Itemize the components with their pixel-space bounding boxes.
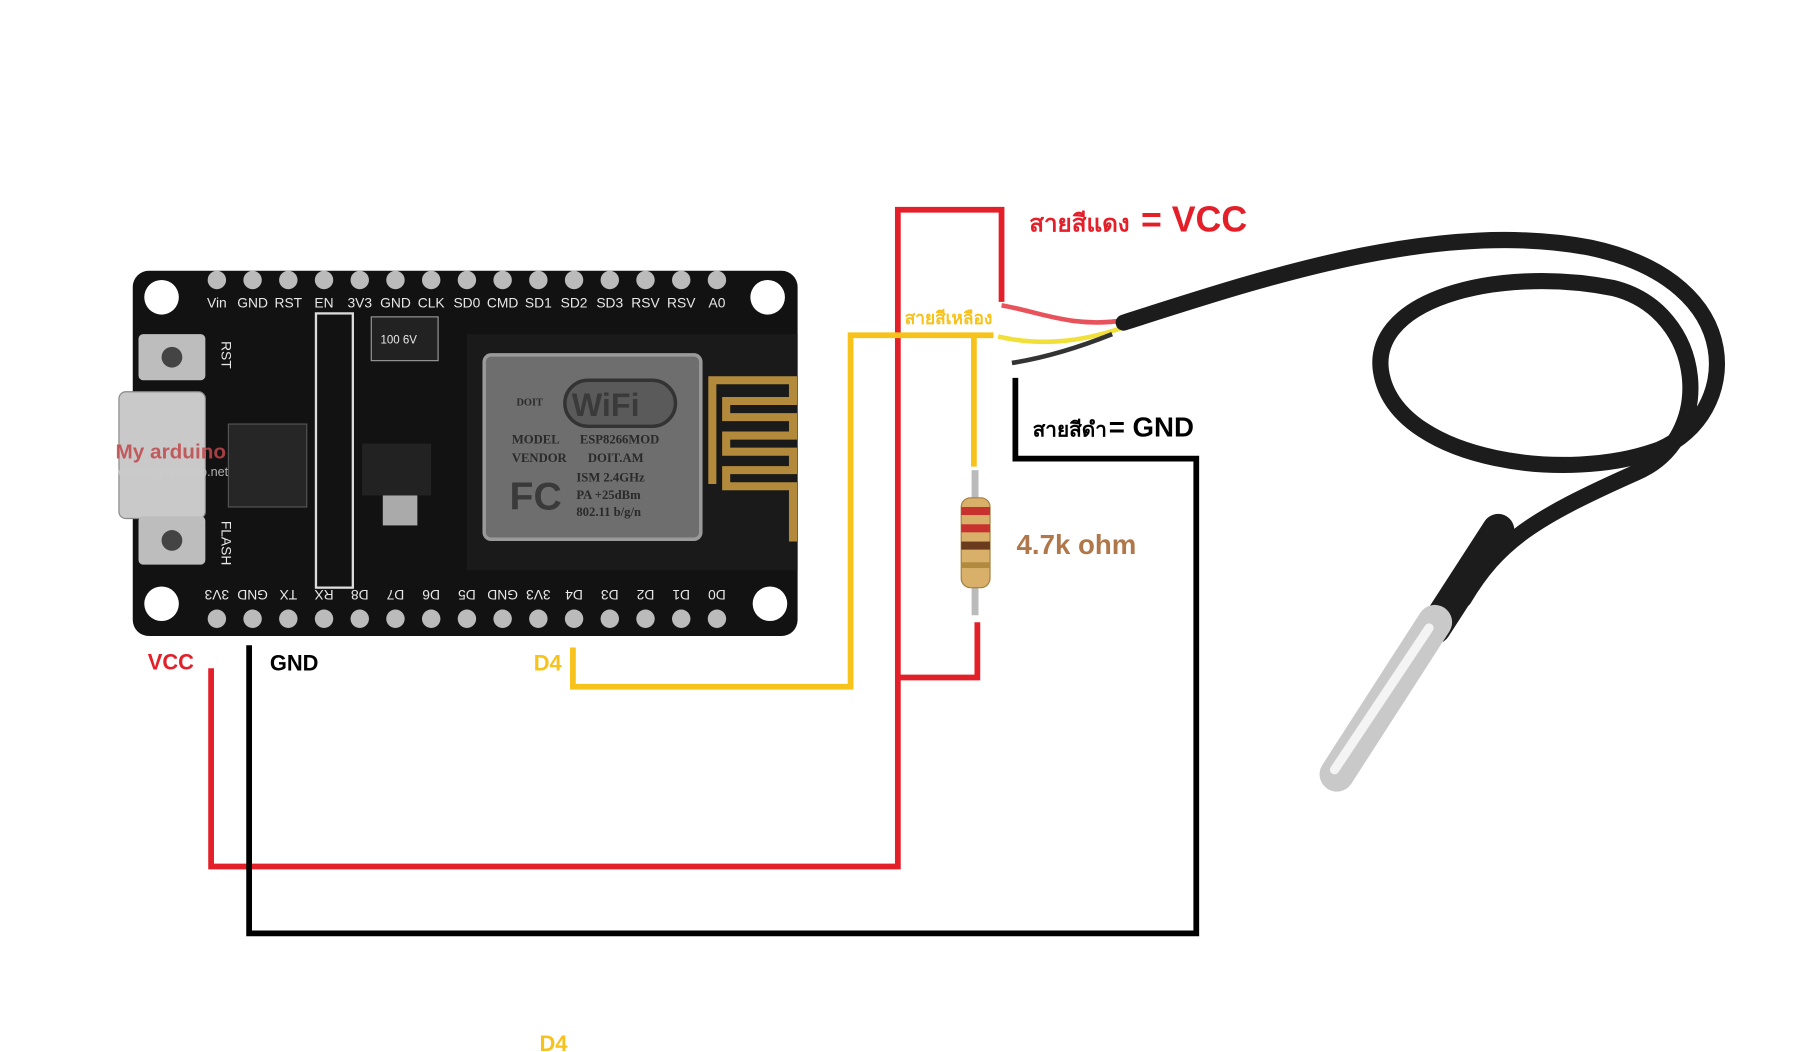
pin-pad — [457, 270, 477, 290]
pin-pad — [600, 270, 620, 290]
red-wire-label: สายสีแดง — [1029, 210, 1129, 238]
pin-label: GND — [237, 587, 268, 603]
pin-label: D0 — [708, 587, 726, 603]
antenna-trace — [708, 376, 798, 542]
top-pin-header: Vin GND RST EN 3V3 GND CLK SD0 CMD SD1 SD2 SD3 RSV RS… — [207, 270, 727, 311]
pin-pad — [207, 270, 227, 290]
pin-pad — [350, 270, 369, 290]
pin-pad — [314, 609, 334, 628]
pin-pad — [314, 270, 334, 290]
vcc-label: VCC — [148, 649, 194, 674]
pin-pad — [493, 270, 512, 290]
pin-label: D6 — [422, 587, 440, 603]
pin-label: D4 — [565, 587, 583, 603]
pin-label: RSV — [631, 295, 660, 311]
bottom-pin-header: 3V3 GND TX RX D8 D7 D6 D5 GND 3V3 D4 D3 D2 D1 D0 — [204, 587, 727, 628]
pin-label: SD2 — [561, 295, 588, 311]
ds18b20-sensor — [997, 231, 1725, 792]
pin-pad — [564, 609, 584, 628]
pin-label: SD0 — [453, 295, 480, 311]
d4-bottom-label: D4 — [539, 1031, 568, 1052]
pin-label: RST — [274, 295, 302, 311]
brand-logo: DOIT — [516, 398, 543, 409]
wifi-logo: WiFi — [572, 387, 640, 423]
pin-pad — [421, 270, 441, 290]
pin-label: RX — [314, 587, 333, 603]
pin-pad — [707, 270, 727, 290]
pin-label: D7 — [387, 587, 405, 603]
pin-pad — [636, 270, 655, 290]
pin-label: 3V3 — [204, 587, 229, 603]
model-value: ESP8266MOD — [580, 433, 659, 447]
pin-label: GND — [237, 295, 268, 311]
ism-text: ISM 2.4GHz — [576, 471, 645, 485]
resistor-label: 4.7k ohm — [1017, 529, 1137, 560]
pin-label: A0 — [708, 295, 725, 311]
flash-label: FLASH — [218, 521, 234, 566]
pin-label: RSV — [667, 295, 696, 311]
data-wire — [570, 332, 994, 690]
pin-pad — [493, 609, 512, 628]
pin-pad — [386, 270, 405, 290]
pin-pad — [564, 270, 584, 290]
pa-text: PA +25dBm — [576, 488, 641, 502]
pin-label: CLK — [418, 295, 446, 311]
vcc-wire — [208, 206, 1005, 870]
pin-pad — [386, 609, 405, 628]
pin-label: Vin — [207, 295, 227, 311]
capacitor-label: 100 6V — [380, 334, 417, 346]
pin-label: GND — [380, 295, 411, 311]
black-wire-eq: = GND — [1109, 412, 1194, 443]
gnd-wire — [246, 377, 1200, 937]
pin-pad — [207, 609, 227, 628]
pin-pad — [279, 270, 298, 290]
pin-pad — [600, 609, 620, 628]
pin-pad — [243, 609, 262, 628]
watermark-title: My arduino — [115, 441, 226, 464]
pin-pad — [672, 270, 691, 290]
rst-label: RST — [218, 341, 234, 369]
d4-label: D4 — [534, 651, 563, 676]
pin-pad — [243, 270, 262, 290]
pin-label: EN — [314, 295, 333, 311]
pin-label: D1 — [672, 587, 690, 603]
std-text: 802.11 b/g/n — [576, 505, 641, 519]
pin-pad — [457, 609, 477, 628]
pin-label: SD1 — [525, 295, 552, 311]
fc-logo: FC — [510, 475, 562, 518]
vendor-value: DOIT.AM — [588, 451, 644, 465]
model-label: MODEL — [512, 433, 560, 447]
pin-pad — [636, 609, 655, 628]
pin-label: CMD — [487, 295, 518, 311]
yellow-wire-label: สายสีเหลือง — [905, 308, 993, 328]
vendor-label: VENDOR — [512, 451, 568, 465]
pin-pad — [529, 270, 548, 290]
pin-pad — [421, 609, 441, 628]
sensor-cable — [1115, 231, 1725, 608]
pin-label: SD3 — [596, 295, 623, 311]
pin-pad — [279, 609, 298, 628]
watermark-url: www.myarduino.net — [117, 465, 229, 479]
pin-label: D8 — [351, 587, 369, 603]
resistor-4k7 — [960, 470, 991, 616]
pin-label: D5 — [458, 587, 476, 603]
pin-label: D3 — [601, 587, 619, 603]
pin-pad — [672, 609, 691, 628]
pin-label: GND — [487, 587, 518, 603]
pin-label: TX — [279, 587, 297, 603]
gnd-label: GND — [270, 651, 319, 676]
pin-label: 3V3 — [526, 587, 551, 603]
red-wire-eq: = VCC — [1141, 200, 1247, 240]
black-wire-label: สายสีดำ — [1033, 419, 1107, 442]
pin-pad — [350, 609, 369, 628]
pin-label: 3V3 — [347, 295, 372, 311]
pin-pad — [529, 609, 548, 628]
pin-label: D2 — [637, 587, 655, 603]
pin-pad — [707, 609, 727, 628]
